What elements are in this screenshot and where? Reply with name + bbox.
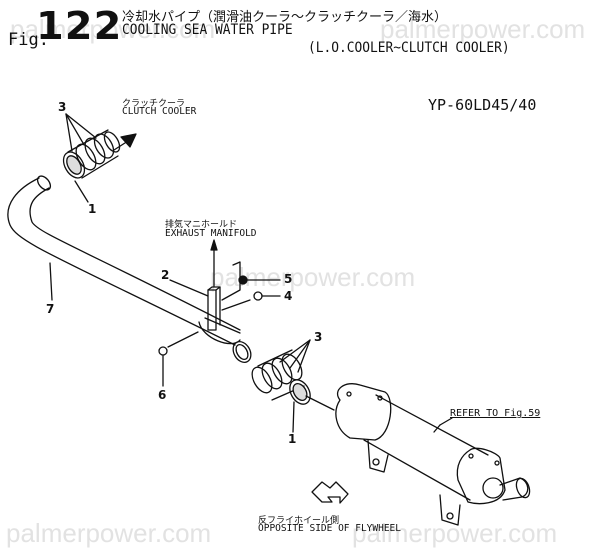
model-number: YP-60LD45/40 [428,96,537,114]
watermark-top-right: palmerpower.com [380,14,586,44]
nut-6-icon [158,331,199,387]
opposite-side-label-jp: 反フライホイール側 [258,516,340,526]
callout-7: 7 [46,302,55,316]
cooling-pipe-icon [7,175,241,346]
exhaust-manifold-label-en: EXHAUST MANIFOLD [165,228,257,239]
pipe-bracket-icon [198,261,252,363]
title-english: COOLING SEA WATER PIPE [122,22,293,38]
watermark-top-left: palmerpower.com [10,14,216,44]
opposite-side-label-en: OPPOSITE SIDE OF FLYWHEEL [258,523,401,534]
title-english-subtitle: (L.O.COOLER~CLUTCH COOLER) [308,40,510,56]
callout-3-lower: 3 [314,330,323,344]
callout-3-upper: 3 [58,100,67,114]
title-japanese: 冷却水パイプ（潤滑油クーラ～クラッチクーラ／海水） [122,10,448,25]
clutch-cooler-label-jp: クラッチクーラ [122,99,186,109]
nut-icon [221,291,281,311]
fig-prefix: Fig. [8,30,49,50]
clutch-cooler-label-en: CLUTCH COOLER [122,106,197,117]
callout-5: 5 [284,272,293,286]
lower-rubber-hose-icon [251,349,335,411]
callout-4: 4 [284,289,293,303]
callout-1-lower: 1 [288,432,297,446]
opposite-side-arrow-icon [311,481,349,504]
watermark-bottom-left: palmerpower.com [6,518,212,548]
callout-6: 6 [158,388,167,402]
fig-number: 122 [35,4,123,48]
watermark-bottom-right: palmerpower.com [352,518,558,548]
exhaust-manifold-label-jp: 排気マニホールド [165,220,238,230]
callout-1-upper: 1 [88,202,97,216]
refer-fig-59-label: REFER TO Fig.59 [450,408,541,419]
clutch-cooler-arrow-icon [113,133,137,151]
lo-cooler-icon [335,383,531,526]
upper-rubber-hose-icon [62,129,121,179]
bolt-icon [238,275,281,285]
callout-2: 2 [161,268,170,282]
